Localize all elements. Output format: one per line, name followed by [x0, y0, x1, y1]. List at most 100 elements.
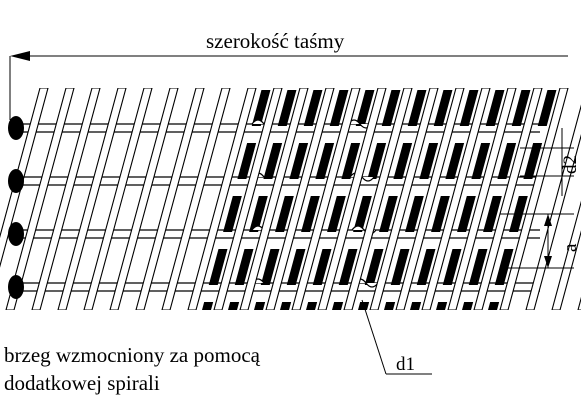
woven-mesh — [0, 88, 581, 310]
dark-strand-segment — [410, 302, 422, 310]
d1-leader — [361, 299, 432, 375]
dark-strand-segment — [488, 302, 500, 310]
spiral-wire — [109, 88, 179, 310]
dark-strand-segment — [208, 249, 228, 285]
d2-dimension — [520, 128, 574, 196]
edge-label-line2: dodatkowej spirali — [4, 371, 160, 395]
spiral-wire — [213, 88, 283, 310]
dark-strand-segment — [355, 90, 375, 126]
belt-width-dimension — [9, 51, 568, 120]
dark-strand-segment — [312, 249, 332, 285]
dark-strand-segment — [419, 143, 439, 179]
diagonal-spiral-wires — [0, 88, 581, 310]
dark-strand-segment — [407, 90, 427, 126]
dark-strand-segment — [251, 90, 271, 126]
dark-strand-segment — [494, 249, 514, 285]
spiral-wire — [343, 88, 413, 310]
dark-strand-segment — [471, 143, 491, 179]
dark-strand-segment — [303, 90, 323, 126]
dark-wire-strands — [201, 90, 557, 310]
dark-strand-segment — [234, 249, 254, 285]
dark-strand-segment — [227, 302, 240, 310]
horizontal-rod — [14, 225, 540, 239]
dark-strand-segment — [381, 90, 401, 126]
dark-strand-segment — [280, 302, 292, 310]
dark-strand-segment — [523, 143, 543, 179]
edge-label-line1: brzeg wzmocniony za pomocą — [4, 343, 261, 367]
spiral-wire — [0, 88, 49, 268]
dark-strand-segment — [442, 249, 462, 285]
dark-strand-segment — [237, 143, 257, 179]
dark-strand-segment — [275, 196, 294, 232]
spiral-wire — [421, 88, 491, 310]
dark-strand-segment — [497, 143, 517, 179]
spiral-wire — [369, 88, 439, 310]
dark-strand-segment — [379, 196, 398, 232]
spiral-wire — [499, 88, 569, 310]
dark-strand-segment — [329, 90, 349, 126]
dark-strand-segment — [537, 90, 557, 126]
dark-strand-segment — [367, 143, 387, 179]
dark-strand-segment — [341, 143, 361, 179]
dark-strand-segment — [332, 302, 344, 310]
dark-strand-segment — [405, 196, 424, 232]
dark-strand-segment — [416, 249, 436, 285]
spiral-wire — [161, 88, 231, 310]
reinforced-edge-spiral — [8, 116, 24, 299]
spiral-wire — [135, 88, 205, 310]
dark-strand-segment — [338, 249, 358, 285]
a-label: a — [560, 243, 581, 252]
spiral-wire — [525, 104, 581, 310]
dark-strand-segment — [485, 90, 505, 126]
spiral-wire — [395, 88, 465, 310]
edge-spiral-loop — [8, 169, 24, 193]
dark-strand-segment — [457, 196, 476, 232]
dark-strand-segment — [289, 143, 309, 179]
dark-strand-segment — [315, 143, 335, 179]
dark-strand-segment — [353, 196, 372, 232]
edge-spiral-loop — [8, 116, 24, 140]
spiral-wire — [577, 296, 581, 310]
dark-strand-segment — [459, 90, 479, 126]
spiral-wire — [447, 88, 517, 310]
dark-strand-segment — [468, 249, 488, 285]
dark-strand-segment — [301, 196, 320, 232]
edge-spiral-loop — [8, 222, 24, 246]
dark-strand-segment — [260, 249, 280, 285]
dark-strand-segment — [436, 302, 448, 310]
dark-strand-segment — [254, 302, 266, 310]
spiral-wire — [5, 88, 75, 310]
spiral-wire — [265, 88, 335, 310]
spiral-wire — [317, 88, 387, 310]
dark-strand-segment — [511, 90, 531, 126]
dark-strand-segment — [249, 196, 268, 232]
dark-strand-segment — [201, 302, 214, 310]
belt-width-label: szerokość taśmy — [206, 29, 345, 53]
dark-strand-segment — [433, 90, 453, 126]
a-dimension — [500, 213, 574, 269]
dark-strand-segment — [384, 302, 396, 310]
dark-strand-segment — [306, 302, 318, 310]
spiral-wire — [473, 88, 543, 310]
edge-spiral-loop — [8, 275, 24, 299]
spiral-wire — [31, 88, 101, 310]
spiral-wire — [57, 88, 127, 310]
spiral-wire — [551, 200, 581, 310]
dark-strand-segment — [263, 143, 283, 179]
dark-strand-segment — [364, 249, 384, 285]
dark-strand-segment — [277, 90, 297, 126]
d1-label: d1 — [396, 354, 415, 375]
dark-strand-segment — [393, 143, 413, 179]
dark-strand-segment — [431, 196, 450, 232]
dark-strand-segment — [445, 143, 465, 179]
dark-strand-segment — [223, 196, 242, 232]
spiral-wire — [239, 88, 309, 310]
d2-label: d2 — [560, 155, 581, 174]
dark-strand-segment — [483, 196, 502, 232]
dark-strand-segment — [390, 249, 410, 285]
spiral-wire — [291, 88, 361, 310]
dark-strand-segment — [327, 196, 346, 232]
dark-strand-segment — [286, 249, 306, 285]
width-arrow-head — [10, 51, 30, 61]
